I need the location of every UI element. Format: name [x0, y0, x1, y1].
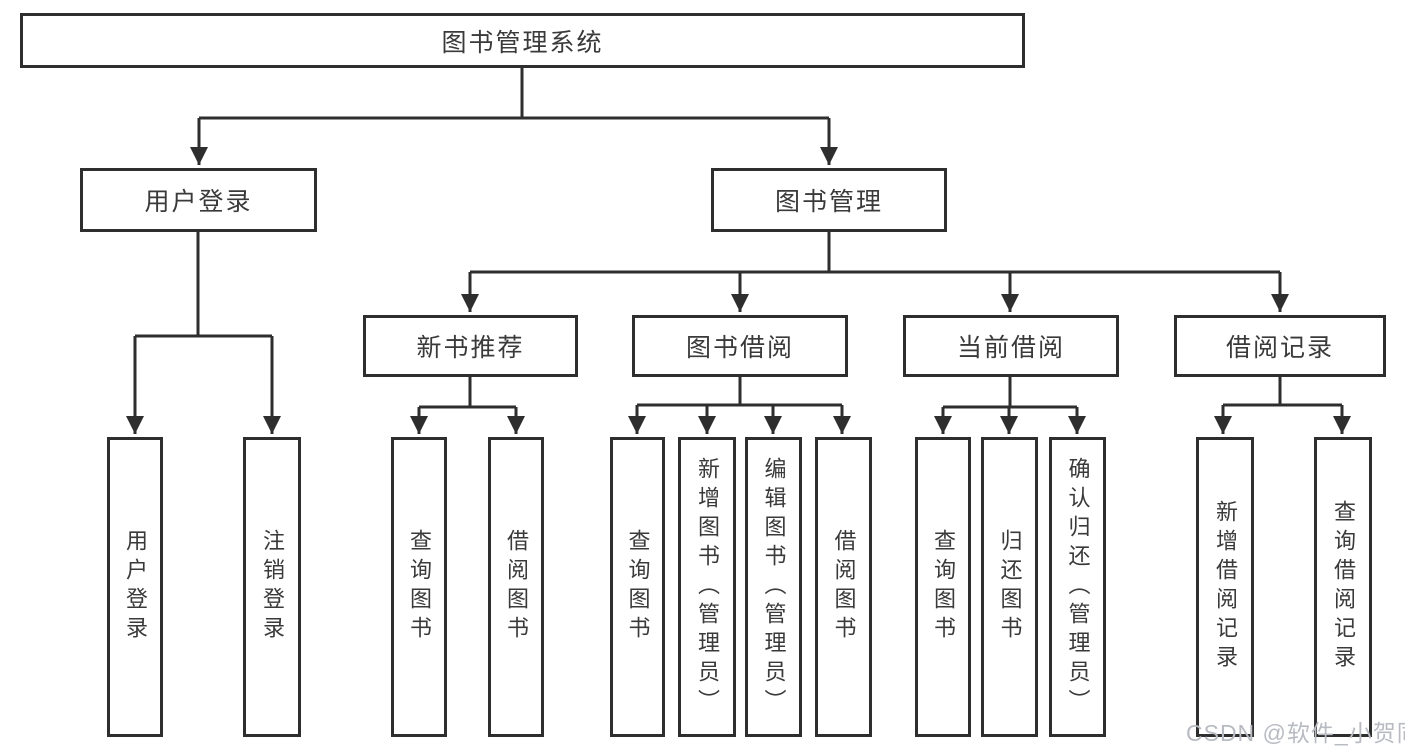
- node-book-management: 图书管理: [711, 168, 947, 232]
- connector-root: [190, 68, 838, 165]
- leaf-borrow-books-recommend: 借阅图书: [488, 437, 544, 737]
- connector-borrow-records: [1214, 377, 1351, 434]
- leaf-query-books-borrow: 查询图书: [610, 437, 665, 737]
- leaf-query-books-current: 查询图书: [915, 437, 971, 737]
- connector-new-book: [410, 377, 525, 434]
- leaf-logout: 注销登录: [243, 437, 301, 737]
- node-borrow-records: 借阅记录: [1174, 315, 1386, 377]
- connector-book-borrow: [628, 377, 851, 434]
- node-user-login: 用户登录: [80, 168, 317, 232]
- connector-current-borrow: [934, 377, 1086, 434]
- connector-book-mgmt: [461, 232, 1289, 312]
- node-new-book-recommend: 新书推荐: [363, 315, 578, 377]
- node-book-borrow: 图书借阅: [632, 315, 848, 377]
- leaf-confirm-return-admin: 确认归还（管理员）: [1049, 437, 1106, 737]
- node-current-borrow: 当前借阅: [903, 315, 1119, 377]
- leaf-return-books: 归还图书: [981, 437, 1038, 737]
- node-library-system: 图书管理系统: [20, 13, 1025, 68]
- leaf-add-borrow-record: 新增借阅记录: [1196, 437, 1254, 737]
- leaf-edit-books-admin: 编辑图书（管理员）: [745, 437, 802, 737]
- leaf-add-books-admin: 新增图书（管理员）: [678, 437, 736, 737]
- leaf-query-books-recommend: 查询图书: [391, 437, 447, 737]
- leaf-user-login: 用户登录: [107, 437, 163, 737]
- leaf-borrow-books: 借阅图书: [815, 437, 872, 737]
- csdn-watermark: CSDN @软件_小贺同学: [1186, 720, 1405, 746]
- leaf-query-borrow-record: 查询借阅记录: [1314, 437, 1372, 737]
- connector-user-login: [126, 232, 281, 434]
